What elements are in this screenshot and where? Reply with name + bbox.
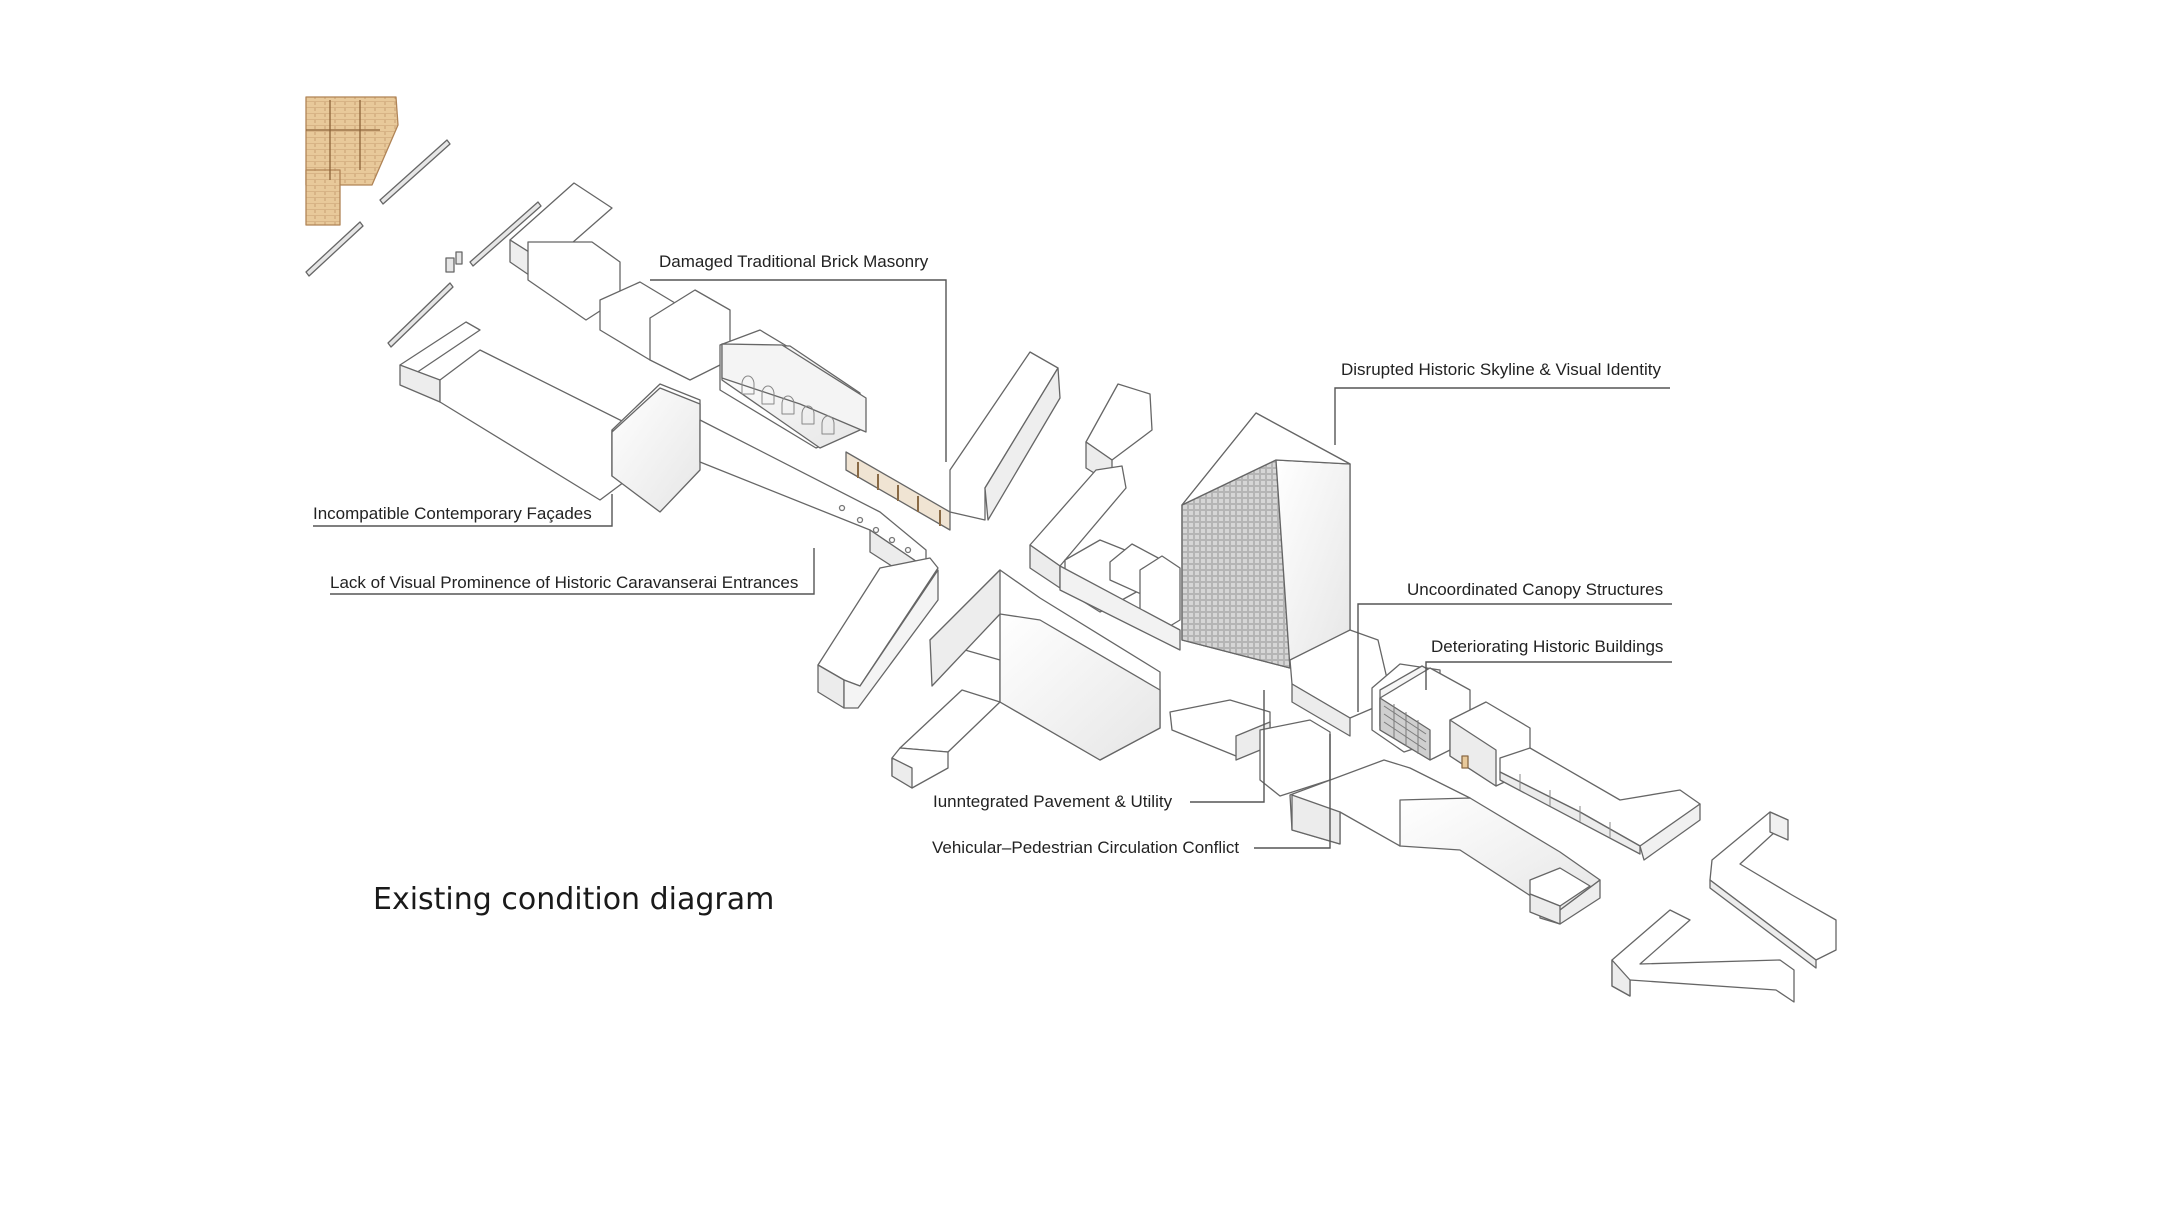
high-rise-tower [1181, 412, 1351, 669]
west-long-block [399, 321, 939, 709]
diagram-caption: Existing condition diagram [373, 882, 775, 917]
leader-brick-masonry [650, 279, 947, 462]
leader-skyline [1334, 387, 1670, 445]
annotation-historic-buildings: Deteriorating Historic Buildings [1431, 637, 1664, 656]
annotation-canopy: Uncoordinated Canopy Structures [1407, 580, 1664, 599]
leader-caravanserai [330, 548, 815, 595]
annotation-brick-masonry: Damaged Traditional Brick Masonry [659, 252, 929, 271]
annotation-skyline: Disrupted Historic Skyline & Visual Iden… [1341, 360, 1661, 379]
annotation-contemporary-facades: Incompatible Contemporary Façades [313, 504, 592, 523]
annotation-pavement: Iunntegrated Pavement & Utility [933, 792, 1173, 811]
leader-pavement [1190, 690, 1265, 803]
far-right-blocks [1611, 811, 1837, 1003]
leader-circulation [1254, 734, 1331, 849]
brick-building-context [305, 96, 399, 226]
east-street-row [1289, 629, 1701, 861]
leader-historic-buildings [1425, 661, 1672, 690]
leader-canopy [1357, 603, 1672, 712]
northeast-row [1029, 383, 1181, 651]
annotation-circulation: Vehicular–Pedestrian Circulation Conflic… [932, 838, 1240, 857]
southeast-block [1289, 759, 1601, 925]
annotation-caravanserai: Lack of Visual Prominence of Historic Ca… [330, 573, 799, 592]
leader-lines [313, 279, 1672, 849]
street-edge-lines [305, 139, 542, 348]
leader-contemporary-facades [313, 494, 613, 527]
northwest-street-block [509, 182, 1061, 531]
south-central-block [891, 569, 1331, 797]
